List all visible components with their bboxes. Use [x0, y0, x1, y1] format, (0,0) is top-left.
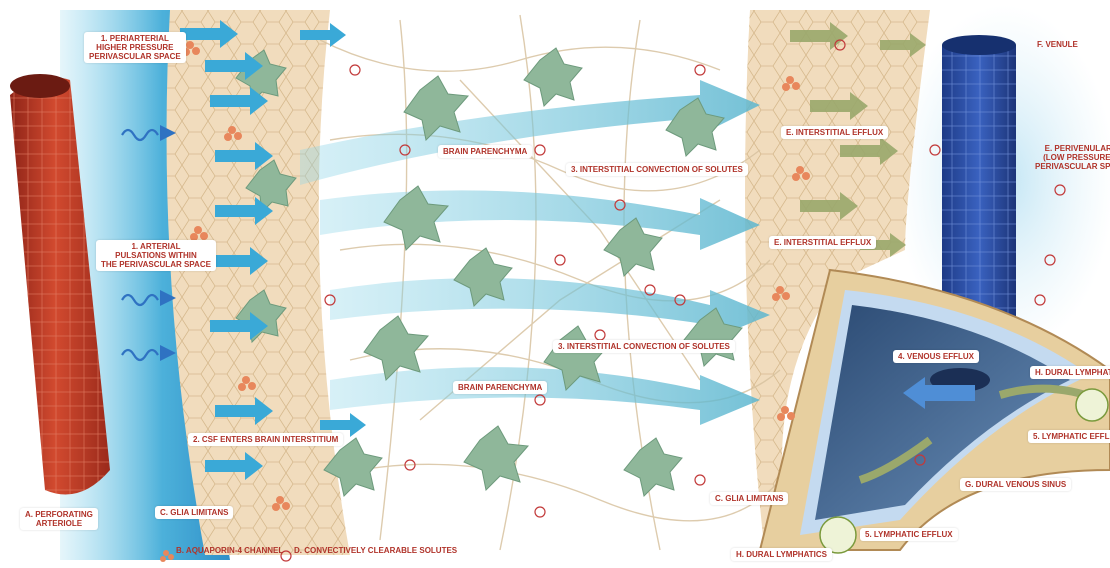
- label-periarterial-space: 1. PERIARTERIAL HIGHER PRESSURE PERIVASC…: [84, 32, 186, 63]
- label-brain-parenchyma-bottom: BRAIN PARENCHYMA: [453, 381, 547, 394]
- label-venule: F. VENULE: [1032, 38, 1083, 51]
- legend-solutes: D. CONVECTIVELY CLEARABLE SOLUTES: [294, 546, 457, 555]
- label-line: PERIVASCULAR SPACE: [89, 52, 181, 61]
- label-line: 1. PERIARTERIAL: [89, 34, 181, 43]
- label-line: E. PERIVENULAR: [1035, 144, 1110, 153]
- label-line: A. PERFORATING: [25, 510, 93, 519]
- label-glia-limitans-right: C. GLIA LIMITANS: [710, 492, 788, 505]
- label-venous-efflux: 4. VENOUS EFFLUX: [893, 350, 979, 363]
- label-line: HIGHER PRESSURE: [89, 43, 181, 52]
- label-line: ARTERIOLE: [25, 519, 93, 528]
- label-convection-bottom: 3. INTERSTITIAL CONVECTION OF SOLUTES: [553, 340, 735, 353]
- label-perivenular-space: E. PERIVENULAR (LOW PRESSURE) PERIVASCUL…: [1030, 142, 1110, 173]
- label-lymphatic-efflux-right: 5. LYMPHATIC EFFLUX: [1028, 430, 1110, 443]
- label-dural-lymphatic-right: H. DURAL LYMPHATIC: [1030, 366, 1110, 379]
- label-glia-limitans-left: C. GLIA LIMITANS: [155, 506, 233, 519]
- label-line: 1. ARTERIAL: [101, 242, 211, 251]
- label-arterial-pulsations: 1. ARTERIAL PULSATIONS WITHIN THE PERIVA…: [96, 240, 216, 271]
- label-interstitial-efflux-top: E. INTERSTITIAL EFFLUX: [781, 126, 888, 139]
- label-convection-top: 3. INTERSTITIAL CONVECTION OF SOLUTES: [566, 163, 748, 176]
- label-line: PULSATIONS WITHIN: [101, 251, 211, 260]
- label-lymphatic-efflux-bottom: 5. LYMPHATIC EFFLUX: [860, 528, 958, 541]
- legend-aquaporin-text: B. AQUAPORIN-4 CHANNEL: [176, 546, 283, 555]
- legend-solutes-text: D. CONVECTIVELY CLEARABLE SOLUTES: [294, 546, 457, 555]
- label-line: PERIVASCULAR SPAC: [1035, 162, 1110, 171]
- legend-aquaporin: B. AQUAPORIN-4 CHANNEL: [176, 546, 283, 555]
- label-line: (LOW PRESSURE): [1035, 153, 1110, 162]
- label-brain-parenchyma-top: BRAIN PARENCHYMA: [438, 145, 532, 158]
- label-dural-lymphatics-bottom: H. DURAL LYMPHATICS: [731, 548, 832, 561]
- label-line: THE PERIVASCULAR SPACE: [101, 260, 211, 269]
- label-dural-venous-sinus: G. DURAL VENOUS SINUS: [960, 478, 1071, 491]
- label-csf-enters: 2. CSF ENTERS BRAIN INTERSTITIUM: [188, 433, 343, 446]
- label-interstitial-efflux-mid: E. INTERSTITIAL EFFLUX: [769, 236, 876, 249]
- label-perforating-arteriole: A. PERFORATING ARTERIOLE: [20, 508, 98, 530]
